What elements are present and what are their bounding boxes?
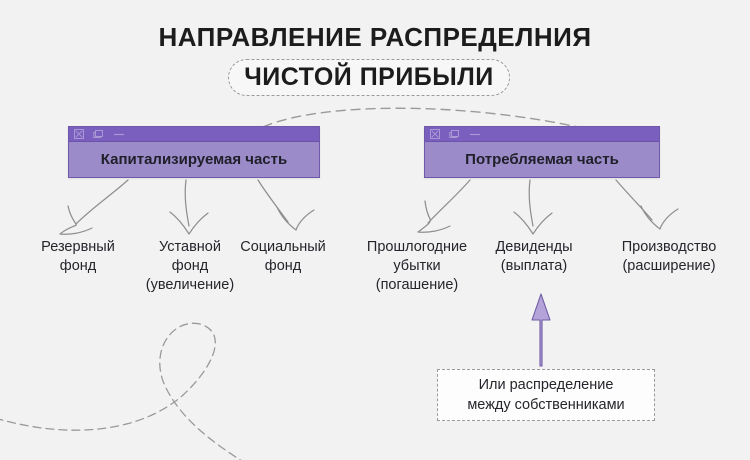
leaf-line: Социальный bbox=[240, 239, 326, 255]
close-icon[interactable] bbox=[430, 129, 440, 139]
leaf-line: (расширение) bbox=[622, 258, 716, 274]
leaf-line: фонд bbox=[264, 258, 302, 274]
leaf-line: (погашение) bbox=[375, 277, 459, 293]
arrow-capitalized-to-reserve bbox=[59, 179, 129, 235]
page-title: НАПРАВЛЕНИЕ РАСПРЕДЕЛНИЯ bbox=[158, 22, 592, 52]
leaf-line: Резервный bbox=[41, 239, 115, 255]
node-body: Потребляемая часть bbox=[425, 142, 659, 177]
leaf-line: убытки bbox=[393, 258, 441, 274]
window-icon[interactable] bbox=[449, 129, 460, 139]
node-capitalized-part[interactable]: Капитализируемая часть bbox=[68, 126, 320, 178]
minimize-icon[interactable] bbox=[113, 129, 125, 139]
leaf-reserve-fund: Резервный фонд bbox=[8, 238, 148, 276]
decorative-swirl bbox=[0, 322, 242, 460]
leaf-line: фонд bbox=[59, 258, 97, 274]
note-line: между собственниками bbox=[467, 397, 625, 413]
arrow-capitalized-to-charter bbox=[169, 179, 209, 235]
window-titlebar bbox=[69, 127, 319, 142]
arrow-capitalized-to-social bbox=[257, 179, 315, 231]
arrow-consumed-to-losses bbox=[417, 179, 471, 233]
leaf-production: Производство (расширение) bbox=[594, 238, 744, 276]
window-titlebar bbox=[425, 127, 659, 142]
note-line: Или распределение bbox=[478, 377, 614, 393]
node-label: Капитализируемая часть bbox=[100, 151, 288, 168]
leaf-line: фонд bbox=[171, 258, 209, 274]
node-body: Капитализируемая часть bbox=[69, 142, 319, 177]
leaf-line: Уставной bbox=[159, 239, 221, 255]
leaf-charter-fund: Уставной фонд (увеличение) bbox=[130, 238, 250, 295]
leaf-line: (выплата) bbox=[500, 258, 568, 274]
leaf-past-losses: Прошлогодние убытки (погашение) bbox=[348, 238, 486, 295]
minimize-icon[interactable] bbox=[469, 129, 481, 139]
page-subtitle: ЧИСТОЙ ПРИБЫЛИ bbox=[244, 63, 494, 91]
page-subtitle-pill: ЧИСТОЙ ПРИБЫЛИ bbox=[228, 59, 510, 96]
leaf-line: Прошлогодние bbox=[366, 239, 468, 255]
note-distribution-among-owners[interactable]: Или распределение между собственниками bbox=[437, 369, 655, 421]
leaf-line: Девиденды bbox=[495, 239, 573, 255]
arrow-consumed-to-production bbox=[615, 179, 679, 230]
arrow-consumed-to-dividends bbox=[513, 179, 553, 235]
node-consumed-part[interactable]: Потребляемая часть bbox=[424, 126, 660, 178]
leaf-line: Производство bbox=[621, 239, 717, 255]
window-icon[interactable] bbox=[93, 129, 104, 139]
leaf-dividends: Девиденды (выплата) bbox=[477, 238, 591, 276]
close-icon[interactable] bbox=[74, 129, 84, 139]
leaf-social-fund: Социальный фонд bbox=[224, 238, 342, 276]
node-label: Потребляемая часть bbox=[465, 151, 619, 168]
arrow-note-to-dividends bbox=[531, 293, 551, 367]
leaf-line: (увеличение) bbox=[145, 277, 235, 293]
